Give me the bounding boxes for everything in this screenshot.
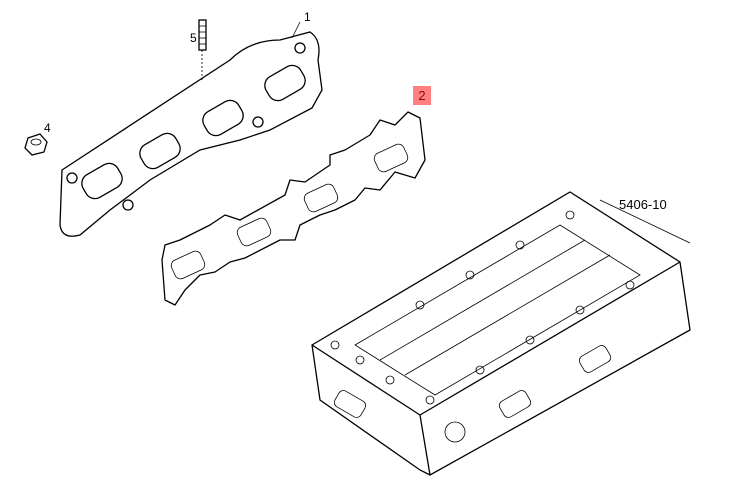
callout-5[interactable]: 5 bbox=[190, 31, 197, 45]
cylinder-head[interactable] bbox=[311, 191, 691, 476]
reference-code: 5406-10 bbox=[619, 197, 667, 212]
manifold-gasket[interactable] bbox=[161, 111, 426, 306]
callout-2[interactable]: 2 bbox=[413, 86, 431, 105]
callout-1[interactable]: 1 bbox=[304, 10, 311, 24]
nut[interactable] bbox=[24, 133, 48, 156]
callout-4[interactable]: 4 bbox=[44, 121, 51, 135]
exhaust-manifold[interactable] bbox=[59, 21, 323, 237]
stud[interactable] bbox=[198, 19, 207, 80]
